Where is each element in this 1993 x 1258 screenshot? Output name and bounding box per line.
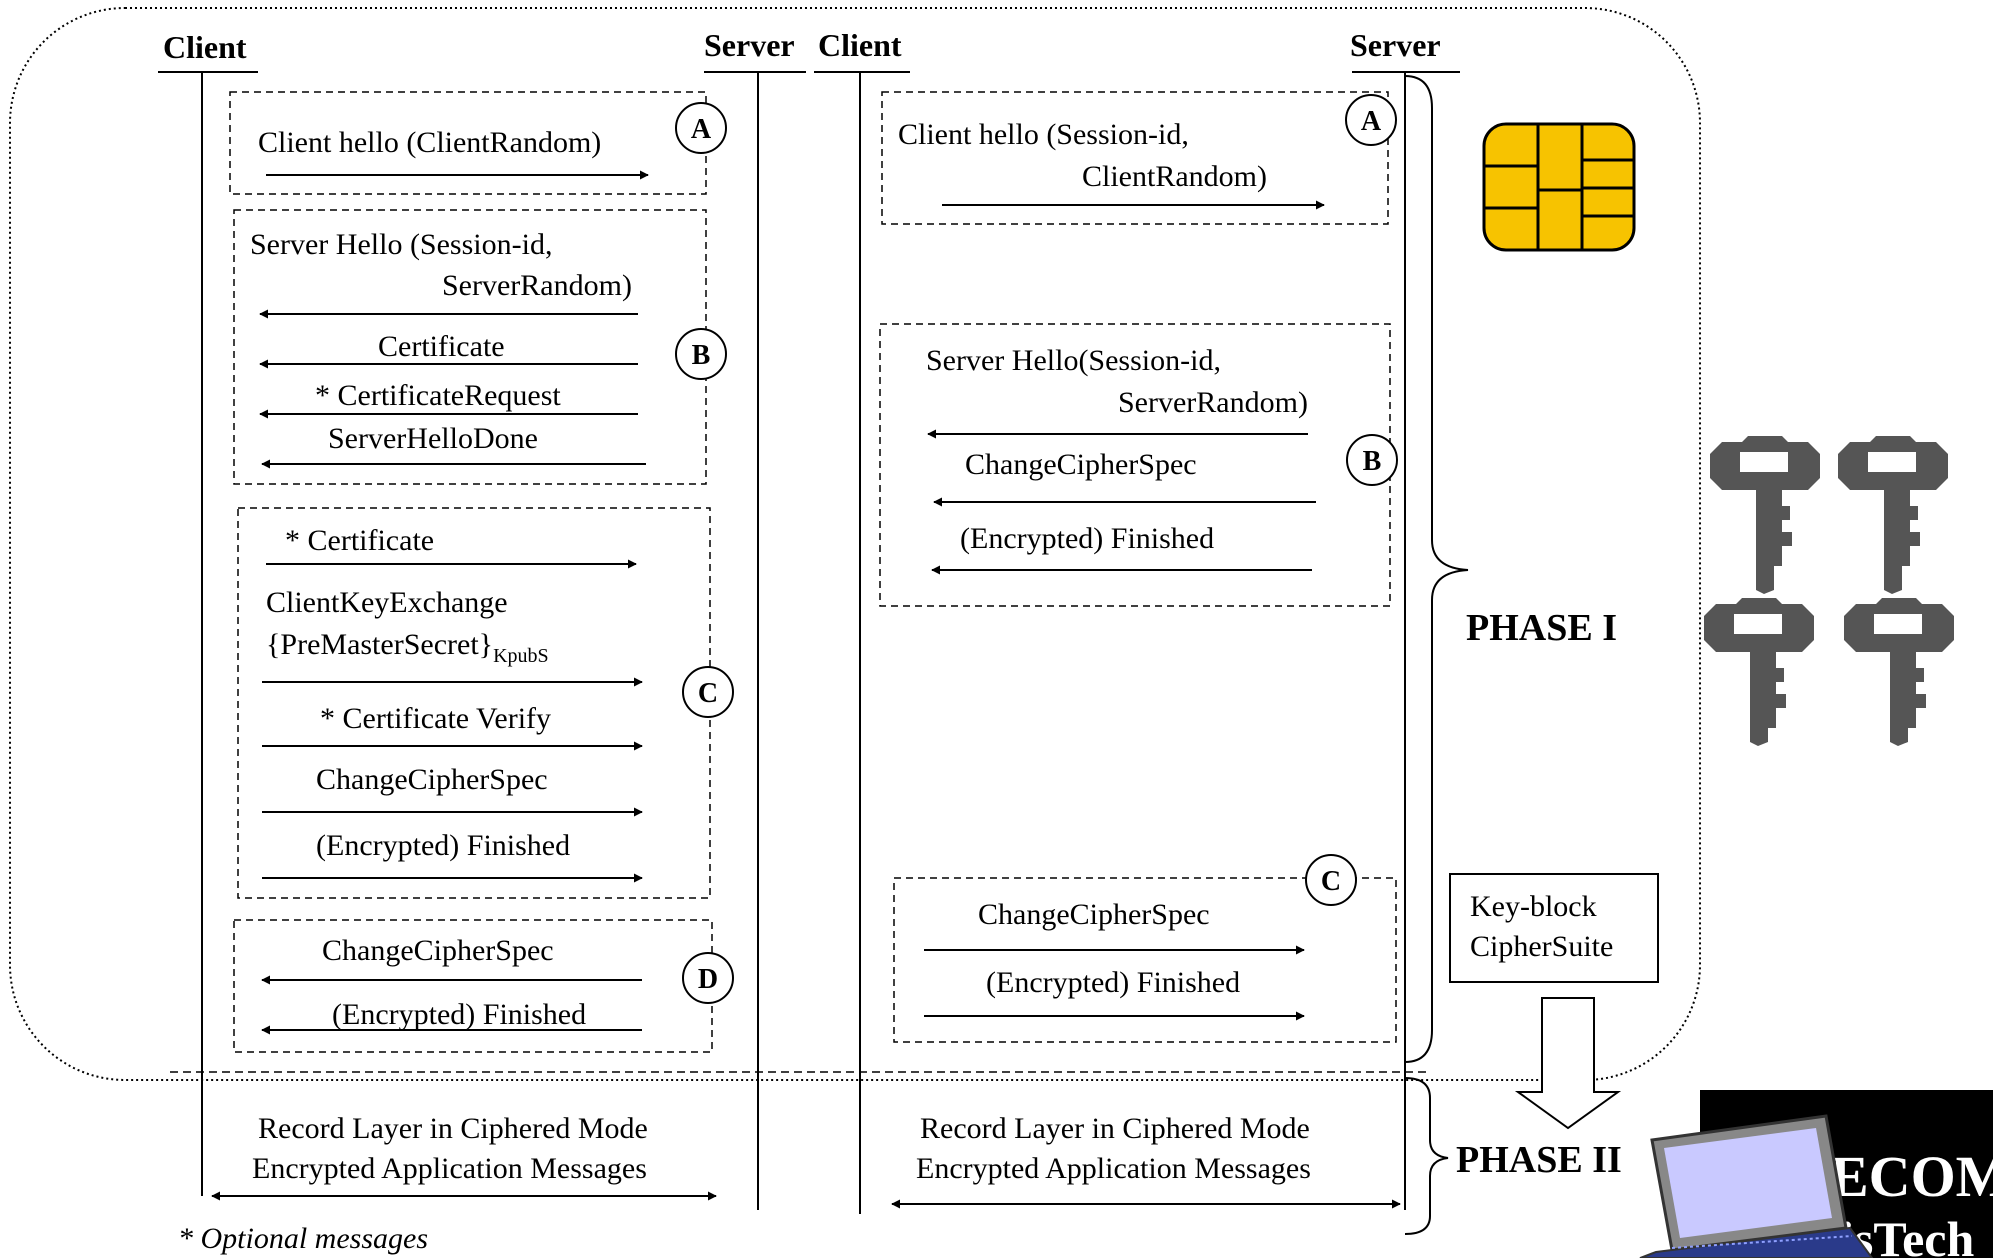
right-label-c-circle [1305,854,1357,906]
key-icon-top-right [1838,436,1948,594]
key-icon-bottom-right [1844,598,1954,746]
keyblock-line1: Key-block [1470,890,1597,923]
right-label-b: B [1363,446,1382,477]
keyblock-down-arrow-icon [1514,997,1622,1130]
left-label-b-circle [675,328,727,380]
left-server-hello-line2: ServerRandom) [442,269,632,302]
header-left-server: Server [704,27,795,63]
key-icon-top-left [1710,436,1820,594]
phase-one-label: PHASE I [1466,607,1617,649]
phase-two-brace [1404,1077,1449,1235]
right-server-hello-line1: Server Hello(Session-id, [926,344,1221,377]
right-step-a-box [881,91,1389,225]
header-left-client: Client [163,29,247,65]
left-premaster-secret: {PreMasterSecret}KpubS [266,628,549,667]
header-right-client: Client [818,27,902,63]
left-label-d-circle [682,952,734,1004]
left-label-b: B [692,340,711,371]
left-step-a-box [229,91,707,195]
left-record-layer-line1: Record Layer in Ciphered Mode [258,1112,648,1145]
keyblock-box [1449,873,1659,983]
right-client-finished: (Encrypted) Finished [986,966,1240,999]
left-certificate-request: * CertificateRequest [315,379,561,412]
right-server-finished: (Encrypted) Finished [960,522,1214,555]
right-server-hello-line2: ServerRandom) [1118,386,1308,419]
optional-messages-footnote: * Optional messages [178,1222,428,1255]
left-certificate: Certificate [378,330,505,363]
right-record-layer-line1: Record Layer in Ciphered Mode [920,1112,1310,1145]
phase-two-label: PHASE II [1456,1139,1622,1181]
left-client-hello: Client hello (ClientRandom) [258,126,601,159]
left-certificate-verify: * Certificate Verify [320,702,551,735]
left-premaster-secret-text: {PreMasterSecret} [266,628,493,661]
left-server-hello-done: ServerHelloDone [328,422,538,455]
right-record-layer-line2: Encrypted Application Messages [916,1152,1311,1185]
left-label-a: A [691,114,712,145]
left-label-d: D [698,964,718,995]
left-client-key-exchange: ClientKeyExchange [266,586,508,619]
keyblock-line2: CipherSuite [1470,930,1613,963]
left-label-c: C [698,678,718,709]
key-icon-bottom-left [1704,598,1814,746]
left-server-hello-line1: Server Hello (Session-id, [250,228,552,261]
right-label-b-circle [1346,434,1398,486]
right-client-change-cipher-spec: ChangeCipherSpec [978,898,1210,931]
left-label-c-circle [682,666,734,718]
right-change-cipher-spec: ChangeCipherSpec [965,448,1197,481]
left-server-change-cipher-spec: ChangeCipherSpec [322,934,554,967]
left-client-finished: (Encrypted) Finished [316,829,570,862]
phase-one-brace [1404,75,1469,1063]
left-label-a-circle [675,102,727,154]
phase-one-region [9,7,1701,1081]
left-client-change-cipher-spec: ChangeCipherSpec [316,763,548,796]
smart-card-chip-icon [1482,122,1636,252]
right-client-hello-line2: ClientRandom) [1082,160,1267,193]
left-record-layer-line2: Encrypted Application Messages [252,1152,647,1185]
right-label-a: A [1361,106,1382,137]
header-right-server: Server [1350,27,1441,63]
right-label-a-circle [1345,94,1397,146]
right-step-c-box [893,877,1397,1043]
left-client-certificate: * Certificate [285,524,434,557]
laptop-icon [1639,1114,1874,1258]
left-premaster-subscript: KpubS [493,645,549,667]
left-server-finished: (Encrypted) Finished [332,998,586,1031]
right-label-c: C [1321,866,1341,897]
telecom-logo-text-1: ECOM [1830,1144,1993,1209]
right-client-hello-line1: Client hello (Session-id, [898,118,1189,151]
